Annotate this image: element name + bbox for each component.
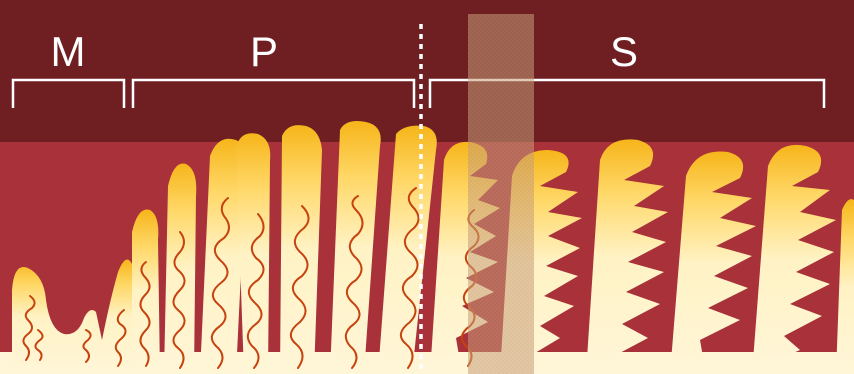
zone-label-m: M	[38, 28, 98, 76]
zone-label-s: S	[594, 28, 654, 76]
villus-p2	[164, 163, 196, 374]
zone-label-p: P	[234, 28, 294, 76]
header-band	[0, 0, 854, 142]
highlight-column	[468, 14, 534, 374]
